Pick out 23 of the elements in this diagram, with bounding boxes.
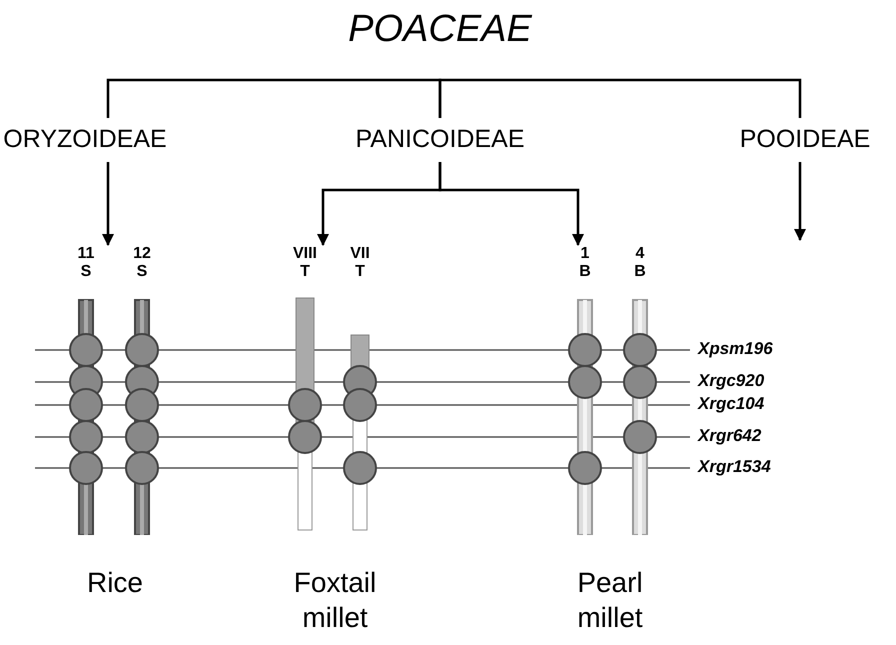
species-name: Pearl millet (576, 566, 644, 635)
chromosome-label: 12 S (132, 245, 152, 281)
title: POACEAE (347, 8, 534, 51)
arrow (102, 162, 114, 246)
chromosome-label: VIII T (292, 245, 318, 281)
subfamily-label: POOIDEAE (740, 125, 870, 154)
arrow (438, 162, 584, 246)
marker-name: Xrgr642 (698, 426, 762, 446)
marker-name: Xrgr1534 (698, 457, 771, 477)
chromosome-label: 4 B (633, 245, 647, 281)
chromosome-label: 1 B (578, 245, 592, 281)
tree-line (106, 78, 442, 118)
arrow (794, 162, 806, 241)
tree-line (438, 78, 802, 118)
chromosome-label: VII T (349, 245, 371, 281)
subfamily-label: PANICOIDEAE (355, 125, 525, 154)
marker-name: Xrgc104 (698, 394, 764, 414)
species-name: Foxtail millet (292, 566, 378, 635)
chromosome-label: 11 S (76, 245, 96, 281)
marker-name: Xrgc920 (698, 371, 764, 391)
subfamily-label: ORYZOIDEAE (3, 125, 167, 154)
species-name: Rice (86, 566, 144, 600)
marker-name: Xpsm196 (698, 339, 773, 359)
